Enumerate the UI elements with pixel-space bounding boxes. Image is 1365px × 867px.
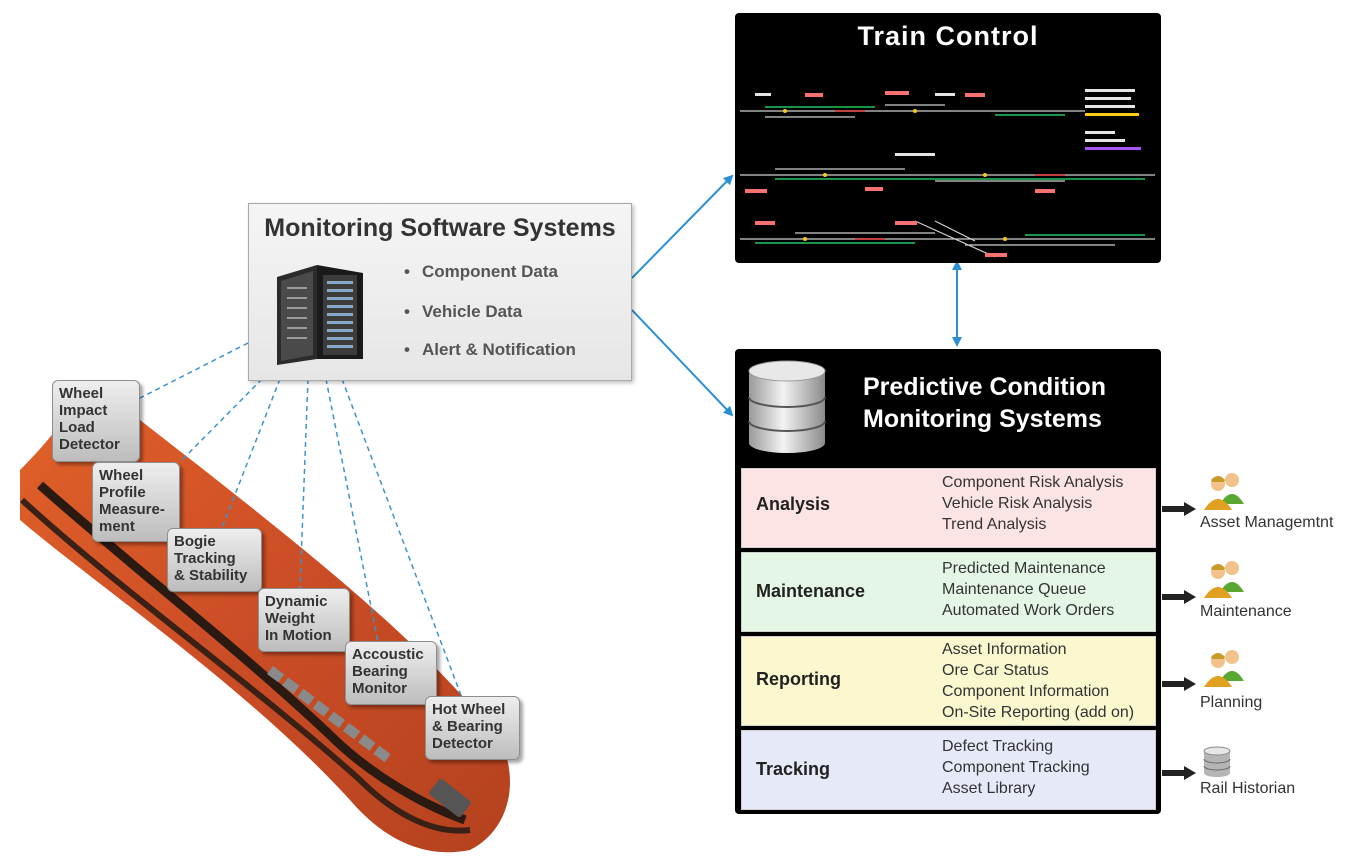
sensor-line: Accoustic [352,646,424,663]
monitoring-title: Monitoring Software Systems [264,214,616,242]
band-items: Asset Information Ore Car Status Compone… [942,639,1134,723]
users-icon [1204,473,1244,510]
band-items: Component Risk Analysis Vehicle Risk Ana… [942,472,1123,535]
band-maintenance: Maintenance Predicted Maintenance Mainte… [741,552,1156,632]
sensor-line: Measure- [99,501,165,518]
sensor-line: Hot Wheel [432,701,506,718]
output-rail-historian: Rail Historian [1200,780,1296,797]
sensor-line: Bogie [174,533,216,550]
band-item: Maintenance Queue [942,581,1087,598]
band-item: Defect Tracking [942,738,1054,755]
users-icon [1204,561,1244,598]
sensor-line: ment [99,518,135,535]
bullet-vehicle-data: •Vehicle Data [404,302,523,321]
sensor-bogie-tracking-stability: Bogie Tracking & Stability [167,528,262,592]
sensor-accoustic-bearing-monitor: Accoustic Bearing Monitor [345,641,437,705]
band-label: Analysis [756,494,831,514]
database-icon [1203,746,1231,777]
band-label: Maintenance [756,581,866,601]
arrow-to-train-control [631,174,734,279]
band-item: Automated Work Orders [942,602,1115,619]
sensor-line: Dynamic [265,593,328,610]
sensor-line: Tracking [174,550,236,567]
sensor-line: Profile [99,484,146,501]
band-tracking: Tracking Defect Tracking Component Track… [741,730,1156,810]
sensor-line: Bearing [352,663,408,680]
predictive-title: Predictive Condition Monitoring Systems [863,371,1153,435]
monitoring-software-box: Monitoring Software Systems •Component D… [248,203,632,381]
title-line-1: Predictive Condition [863,373,1107,401]
band-item: Asset Information [942,641,1067,658]
band-items: Predicted Maintenance Maintenance Queue … [942,558,1114,621]
arrow-right-icon [1162,502,1196,516]
sensor-line: Load [59,419,95,436]
sensor-connectors [139,342,463,699]
output-asset-management: Asset Managemtnt [1200,514,1334,531]
arrow-right-icon [1162,677,1196,691]
bullet-component-data: •Component Data [404,262,558,281]
sensor-line: Wheel [59,385,104,402]
band-item: On-Site Reporting (add on) [942,704,1135,721]
bullet-alert-notification: •Alert & Notification [404,340,576,359]
band-item: Predicted Maintenance [942,560,1106,577]
predictive-monitoring-panel: Predictive Condition Monitoring Systems … [735,349,1161,814]
sensor-line: & Bearing [432,718,503,735]
band-item: Component Risk Analysis [942,474,1124,491]
arrow-to-predictive [631,309,734,417]
sensor-line: Impact [59,402,108,419]
sensor-line: Monitor [352,680,407,697]
sensor-line: Detector [59,436,120,453]
database-icon [748,360,826,453]
output-maintenance: Maintenance [1200,603,1292,620]
bullet-text: Alert & Notification [422,340,576,359]
band-label: Reporting [756,669,841,689]
sensor-dynamic-weight-in-motion: Dynamic Weight In Motion [258,588,350,652]
band-item: Trend Analysis [942,516,1047,533]
band-analysis: Analysis Component Risk Analysis Vehicle… [741,468,1156,548]
band-item: Component Information [942,683,1110,700]
output-planning: Planning [1200,694,1263,711]
train-control-panel: Train Control [735,13,1161,263]
bullet-text: Component Data [422,262,558,281]
track-map-image [740,89,1155,258]
sensor-wheel-impact-load-detector: Wheel Impact Load Detector [52,380,140,462]
users-icon [1204,650,1244,687]
sensor-wheel-profile-measurement: Wheel Profile Measure- ment [92,462,180,542]
server-rack-icon [277,265,363,365]
sensor-line: Weight [265,610,315,627]
band-item: Vehicle Risk Analysis [942,495,1093,512]
bullet-text: Vehicle Data [422,302,523,321]
band-item: Component Tracking [942,759,1090,776]
sensor-line: & Stability [174,567,248,584]
band-item: Asset Library [942,780,1036,797]
sensor-hot-wheel-bearing-detector: Hot Wheel & Bearing Detector [425,696,520,760]
arrow-right-icon [1162,590,1196,604]
title-line-2: Monitoring Systems [863,405,1102,433]
band-item: Ore Car Status [942,662,1049,679]
band-label: Tracking [756,759,831,779]
band-reporting: Reporting Asset Information Ore Car Stat… [741,636,1156,726]
arrow-right-icon [1162,766,1196,780]
train-control-title: Train Control [857,21,1039,51]
sensor-line: Detector [432,735,493,752]
sensor-line: In Motion [265,627,332,644]
band-items: Defect Tracking Component Tracking Asset… [942,736,1090,799]
sensor-line: Wheel [99,467,144,484]
